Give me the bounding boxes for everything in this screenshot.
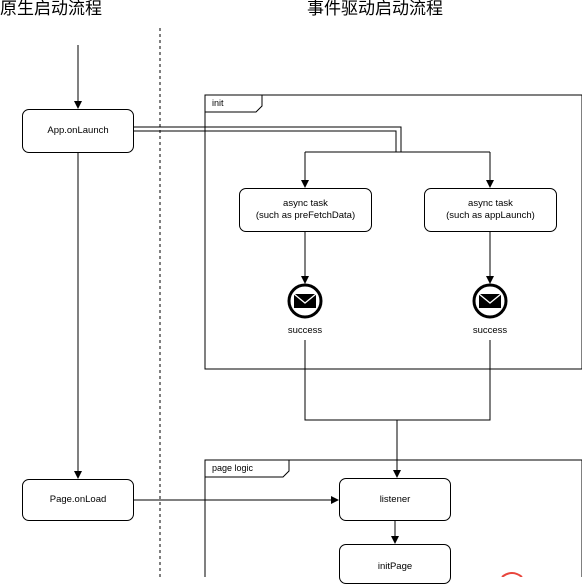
success-label-a: success	[287, 325, 323, 336]
page-onload-node: Page.onLoad	[22, 479, 134, 521]
task-a-line2: (such as preFetchData)	[255, 210, 356, 221]
join-connector	[304, 340, 491, 421]
success-label-b: success	[472, 325, 508, 336]
task-a-line1: async task	[283, 198, 328, 210]
task-b-line2: (such as appLaunch)	[446, 210, 535, 221]
task-b-line1: async task	[468, 198, 513, 210]
red-arc-mark	[501, 572, 523, 577]
event-driven-flow-title: 事件驱动启动流程	[307, 0, 443, 19]
async-task-applaunch-node: async task (such as appLaunch)	[424, 188, 557, 232]
launch-to-init-connector	[133, 126, 402, 152]
envelope-icon	[287, 283, 323, 319]
initpage-node: initPage	[339, 544, 451, 584]
native-flow-title: 原生启动流程	[0, 0, 102, 19]
async-task-prefetch-node: async task (such as preFetchData)	[239, 188, 372, 232]
page-logic-frame	[204, 459, 582, 577]
envelope-icon	[472, 283, 508, 319]
listener-node: listener	[339, 478, 451, 521]
app-onlaunch-node: App.onLaunch	[22, 109, 134, 153]
init-frame	[204, 94, 582, 370]
page-logic-frame-tab: page logic	[212, 463, 254, 473]
init-frame-tab: init	[212, 98, 224, 108]
